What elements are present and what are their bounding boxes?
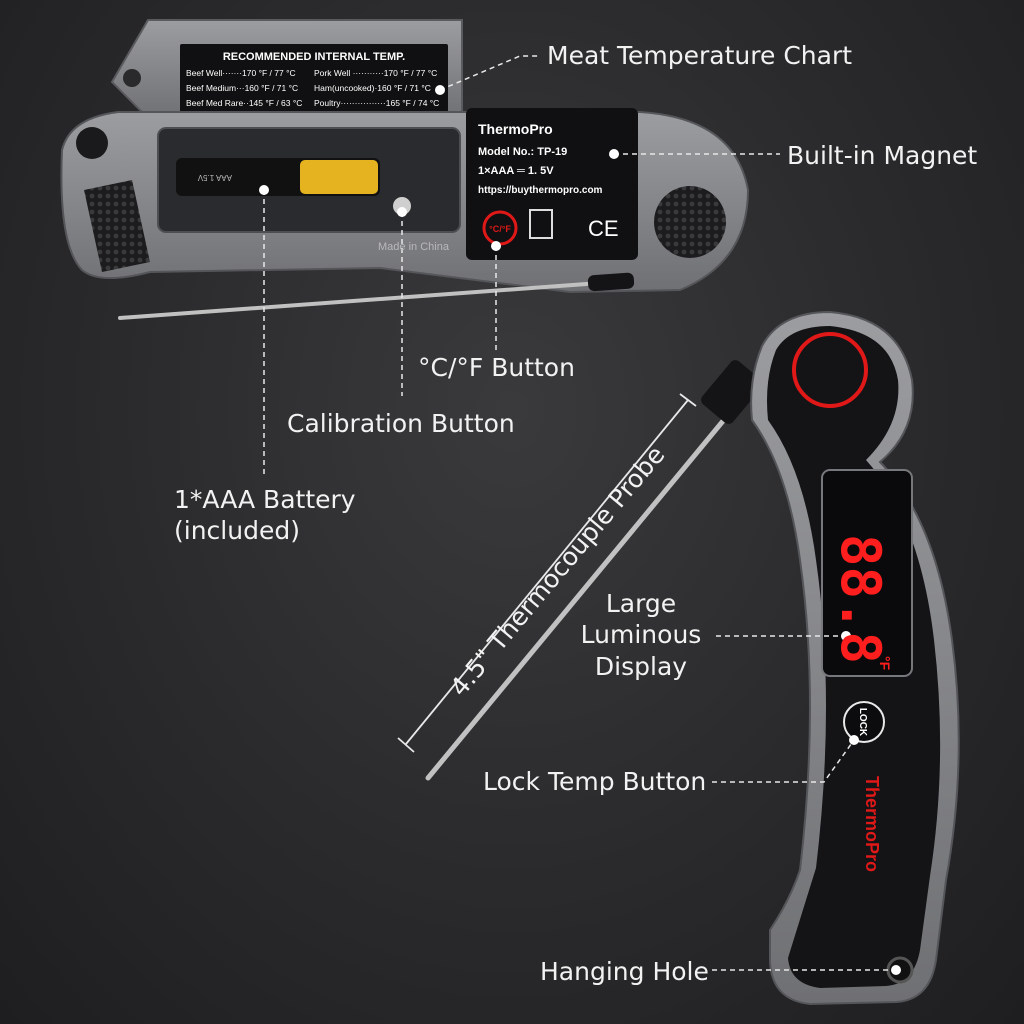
chart-row-2-right: Poultry················165 °F / 74 °C [314,98,439,108]
back-grip-left [84,180,150,272]
back-hanging-hole [76,127,108,159]
lcd-display [821,469,913,677]
callout-display: Large Luminous Display [576,588,706,682]
callout-battery: 1*AAA Battery (included) [174,484,356,547]
spec-model: Model No.: TP-19 [478,146,567,158]
probe-collar [587,272,635,292]
chart-row-0-left: Beef Well·······170 °F / 77 °C [186,68,296,78]
spec-url: https://buythermopro.com [478,185,603,196]
ce-mark: CE [588,216,619,241]
spec-power: 1×AAA ═ 1. 5V [478,165,554,177]
callout-meat-chart: Meat Temperature Chart [547,41,853,70]
bin-icon [529,209,553,239]
cf-label: °C/°F [489,224,511,234]
chart-row-0-right: Pork Well ···········170 °F / 77 °C [314,68,437,78]
chart-plate-title: RECOMMENDED INTERNAL TEMP. [223,51,405,63]
back-view-thermometer [60,19,750,320]
back-probe [118,281,602,320]
front-probe-collar [701,360,763,424]
callout-display-line2: Luminous [580,620,702,650]
spec-plate [466,108,638,260]
lcd-reading: 88.8 [829,534,892,664]
chart-row-2-left: Beef Med Rare··145 °F / 63 °C [186,98,302,108]
lcd-unit: °F [877,656,893,671]
spec-brand: ThermoPro [478,121,553,137]
callout-calibration: Calibration Button [287,409,515,438]
front-view-thermometer [425,310,960,1006]
chart-row-1-left: Beef Medium···160 °F / 71 °C [186,83,298,93]
callout-battery-line2: (included) [174,516,300,546]
callout-magnet: Built-in Magnet [787,141,978,170]
brand-vertical: ThermoPro [862,776,882,872]
leader-lines [263,55,896,971]
cover-screw [123,69,141,87]
callout-cf-button: °C/°F Button [418,353,575,382]
leader-meat-chart [439,55,540,91]
made-in-label: Made in China [378,241,450,253]
callout-display-line3: Display [594,651,688,681]
temp-chart-plate [180,44,448,112]
front-probe [425,395,745,781]
battery-cap [300,160,378,194]
lock-label: LOCK [857,708,868,737]
magnet-grip [654,186,726,258]
battery-print: AAA 1.5V [197,173,232,182]
leader-lock [712,739,855,783]
power-ring[interactable] [792,332,868,408]
callout-battery-line1: 1*AAA Battery [174,485,356,514]
callout-display-line1: Large [605,589,677,618]
chart-row-1-right: Ham(uncooked)·160 °F / 71 °C [314,83,431,93]
leader-dots [259,85,901,975]
lock-button[interactable] [843,701,885,743]
callout-lock: Lock Temp Button [483,767,707,796]
probe-dimension-line [397,393,697,753]
callout-hanging: Hanging Hole [540,957,709,986]
